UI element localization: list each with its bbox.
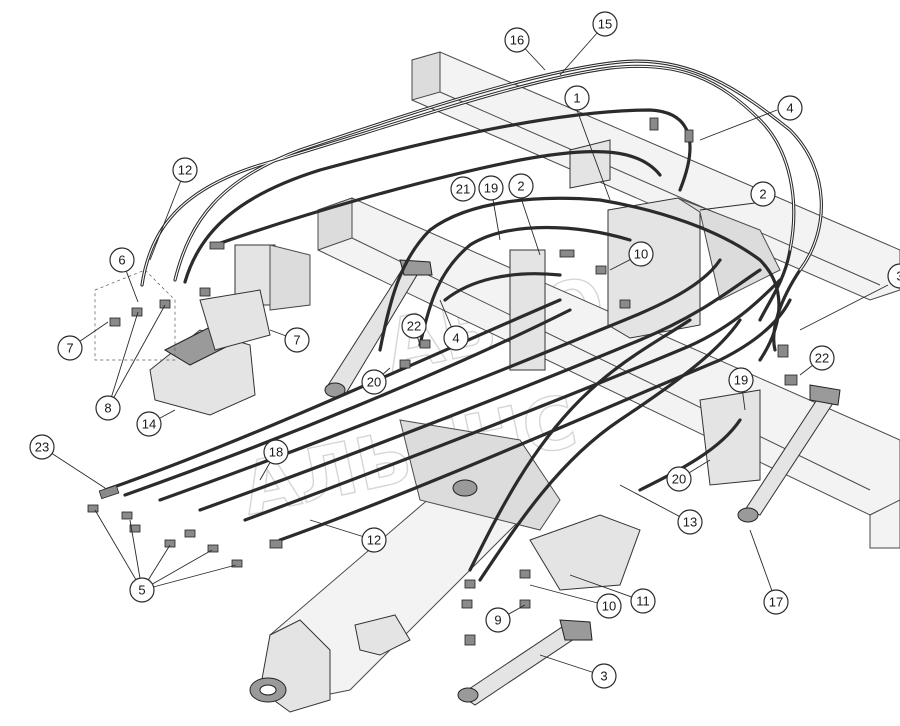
callout-17-label: 17 [769, 595, 783, 610]
callout-2-label: 2 [759, 187, 766, 202]
callout-14: 14 [136, 411, 162, 437]
callout-7: 7 [57, 335, 83, 361]
callout-18: 18 [263, 439, 289, 465]
callout-6: 6 [109, 247, 135, 273]
callout-9: 9 [485, 607, 511, 633]
callout-1-label: 1 [573, 91, 580, 106]
callout-10: 10 [628, 241, 654, 267]
callout-11: 11 [630, 588, 656, 614]
callout-12: 12 [172, 157, 198, 183]
callout-13-label: 13 [683, 515, 697, 530]
callout-4: 4 [443, 325, 469, 351]
callout-20-label: 20 [672, 472, 686, 487]
hose-fittings [87, 117, 798, 646]
hydraulic-hoses [103, 59, 823, 582]
callouts: 1 2 2 3 3 4 4 5 6 7 7 8 9 10 10 11 12 12… [29, 11, 900, 689]
callout-12-label: 12 [178, 163, 192, 178]
callout-12-label: 12 [367, 533, 381, 548]
callout-22-label: 22 [815, 351, 829, 366]
callout-2: 2 [750, 181, 776, 207]
callout-4-label: 4 [452, 331, 459, 346]
callout-19-label: 19 [484, 181, 498, 196]
bottom-hydraulic-cylinder [457, 619, 593, 706]
callout-8-label: 8 [104, 401, 111, 416]
callout-7: 7 [284, 327, 310, 353]
callout-16: 16 [504, 27, 530, 53]
callout-8: 8 [95, 395, 121, 421]
callout-3: 3 [887, 263, 900, 289]
callout-3-label: 3 [600, 669, 607, 684]
callout-4-label: 4 [786, 101, 793, 116]
callout-5: 5 [129, 577, 155, 603]
callout-20: 20 [361, 369, 387, 395]
callout-3: 3 [591, 663, 617, 689]
callout-19: 19 [728, 367, 754, 393]
callout-23: 23 [29, 434, 55, 460]
callout-10: 10 [596, 593, 622, 619]
callout-2: 2 [508, 173, 534, 199]
callout-20: 20 [666, 466, 692, 492]
callout-21-label: 21 [456, 182, 470, 197]
callout-4: 4 [777, 95, 803, 121]
callout-7-label: 7 [293, 333, 300, 348]
callout-19-label: 19 [734, 373, 748, 388]
callout-13: 13 [677, 509, 703, 535]
callout-11-label: 11 [636, 594, 650, 609]
callout-6-label: 6 [118, 253, 125, 268]
callout-16-label: 16 [510, 33, 524, 48]
callout-2-label: 2 [517, 179, 524, 194]
callout-22: 22 [401, 313, 427, 339]
callout-12: 12 [361, 527, 387, 553]
callout-23-label: 23 [35, 440, 49, 455]
callout-15-label: 15 [598, 17, 612, 32]
callout-10-label: 10 [634, 247, 648, 262]
callout-17: 17 [763, 589, 789, 615]
callout-18-label: 18 [269, 445, 283, 460]
callout-21: 21 [450, 176, 476, 202]
right-hydraulic-cylinder [737, 384, 841, 523]
callout-5-label: 5 [138, 583, 145, 598]
callout-15: 15 [592, 11, 618, 37]
callout-22: 22 [809, 345, 835, 371]
callout-7-label: 7 [66, 341, 73, 356]
callout-1: 1 [564, 85, 590, 111]
hydraulic-control-unit [94, 244, 311, 416]
upper-frame-beam [411, 51, 900, 301]
callout-14-label: 14 [142, 417, 156, 432]
callout-22-label: 22 [407, 319, 421, 334]
callout-19: 19 [478, 175, 504, 201]
callout-9-label: 9 [494, 613, 501, 628]
callout-3-label: 3 [896, 269, 900, 284]
callout-20-label: 20 [367, 375, 381, 390]
callout-10-label: 10 [602, 599, 616, 614]
left-hydraulic-cylinder [324, 259, 433, 398]
